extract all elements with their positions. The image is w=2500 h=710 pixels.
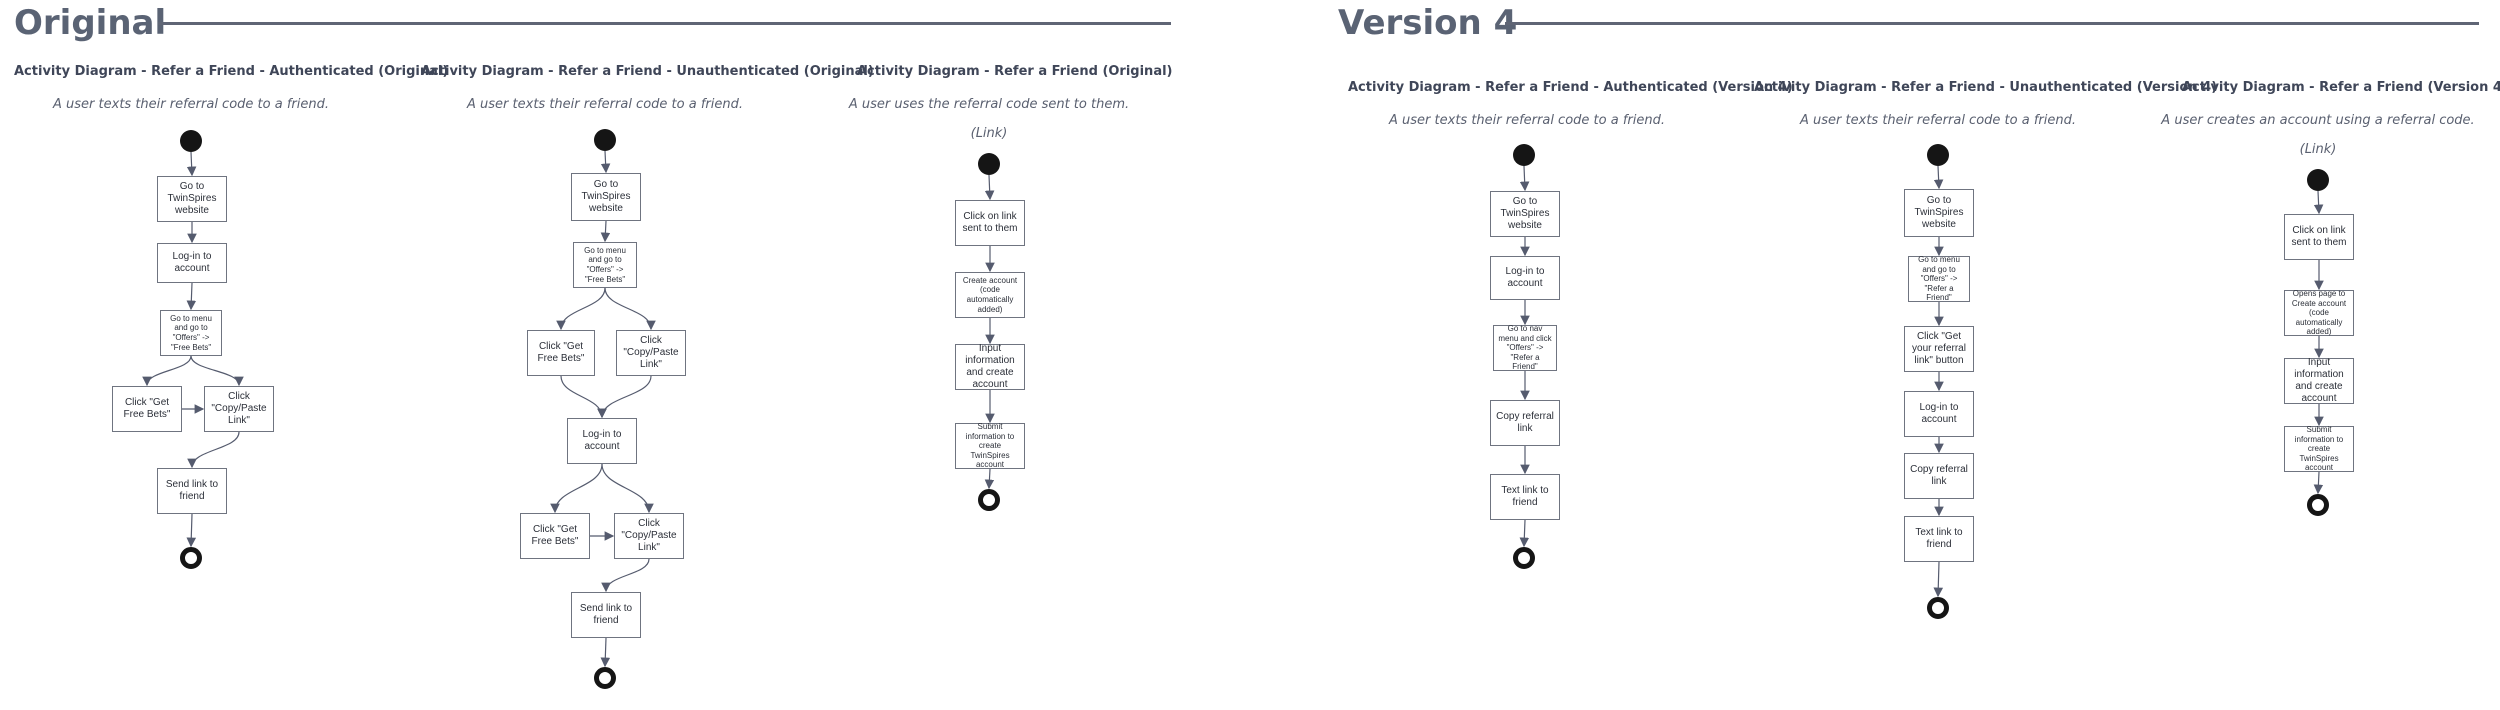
activity-node: Click "Get your referral link" button	[1904, 326, 1974, 372]
activity-node: Go to menu and go to "Offers" -> "Refer …	[1908, 255, 1970, 302]
diagram-title: Activity Diagram - Refer a Friend - Auth…	[14, 64, 449, 79]
section-title-original: Original	[14, 3, 167, 43]
activity-node: Text link to friend	[1490, 474, 1560, 520]
activity-node: Input information and create account	[955, 343, 1025, 390]
start-node	[1513, 144, 1535, 166]
flow-arrow	[556, 287, 606, 331]
diagram-subtitle: A user uses the referral code sent to th…	[848, 97, 1130, 112]
activity-node: Click "Copy/Paste Link"	[204, 386, 274, 432]
link-note: (Link)	[970, 126, 1008, 141]
start-node	[1927, 144, 1949, 166]
activity-node: Log-in to account	[1904, 391, 1974, 437]
activity-node: Click on link sent to them	[2284, 214, 2354, 260]
end-node	[978, 489, 1000, 511]
activity-node: Go to menu and go to "Offers" -> "Free B…	[573, 242, 637, 288]
flow-arrow	[600, 150, 611, 174]
flow-arrow	[2313, 190, 2324, 215]
link-note: (Link)	[2299, 142, 2337, 157]
diagram-title: Activity Diagram - Refer a Friend - Auth…	[1348, 80, 1793, 95]
diagram-subtitle: A user texts their referral code to a fr…	[53, 97, 329, 112]
flow-arrow	[560, 375, 607, 419]
end-node	[1927, 597, 1949, 619]
activity-node: Click "Copy/Paste Link"	[616, 330, 686, 376]
end-node	[2307, 494, 2329, 516]
flow-arrow	[1933, 561, 1944, 598]
activity-node: Send link to friend	[157, 468, 227, 514]
activity-node: Click on link sent to them	[955, 200, 1025, 246]
flow-arrow	[604, 287, 656, 331]
activity-node: Go to TwinSpires website	[1904, 189, 1974, 237]
flow-arrow	[2313, 471, 2324, 495]
activity-node: Log-in to account	[567, 418, 637, 464]
section-title-version4: Version 4	[1338, 3, 1518, 43]
flow-arrow	[597, 375, 652, 419]
activity-node: Copy referral link	[1904, 453, 1974, 499]
activity-node: Click "Get Free Bets"	[527, 330, 595, 376]
activity-node: Opens page to Create account (code autom…	[2284, 289, 2354, 336]
flow-arrow	[186, 282, 197, 311]
flow-arrow	[186, 513, 197, 548]
activity-node: Go to TwinSpires website	[571, 173, 641, 221]
flow-arrow	[187, 431, 240, 469]
diagram-subtitle: A user texts their referral code to a fr…	[467, 97, 743, 112]
flow-arrow	[550, 463, 603, 514]
activity-node: Input information and create account	[2284, 357, 2354, 404]
flow-arrow	[601, 463, 654, 514]
activity-node: Click "Get Free Bets"	[520, 513, 590, 559]
flow-arrow	[1519, 519, 1530, 548]
diagram-subtitle: A user texts their referral code to a fr…	[1389, 113, 1665, 128]
activity-node: Copy referral link	[1490, 400, 1560, 446]
activity-node: Go to menu and go to "Offers" -> "Free B…	[160, 310, 222, 356]
flow-arrow	[190, 355, 244, 387]
flow-arrow	[600, 220, 611, 243]
start-node	[180, 130, 202, 152]
flow-arrow	[984, 468, 995, 490]
activity-node: Go to TwinSpires website	[1490, 191, 1560, 237]
flow-arrow	[142, 355, 192, 387]
diagram-title: Activity Diagram - Refer a Friend (Origi…	[857, 64, 1173, 79]
activity-node: Submit information to create TwinSpires …	[2284, 425, 2354, 472]
start-node	[594, 129, 616, 151]
start-node	[2307, 169, 2329, 191]
diagram-title: Activity Diagram - Refer a Friend - Unau…	[421, 64, 874, 79]
activity-node: Click "Copy/Paste Link"	[614, 513, 684, 559]
activity-node: Text link to friend	[1904, 516, 1974, 562]
end-node	[594, 667, 616, 689]
activity-node: Submit information to create TwinSpires …	[955, 422, 1025, 469]
flow-arrow	[984, 174, 995, 201]
activity-node: Go to TwinSpires website	[157, 176, 227, 222]
section-divider-version4	[1505, 22, 2479, 25]
diagram-subtitle: A user creates an account using a referr…	[2161, 113, 2475, 128]
activity-node: Click "Get Free Bets"	[112, 386, 182, 432]
flow-arrow	[1933, 165, 1944, 190]
end-node	[1513, 547, 1535, 569]
diagram-subtitle: A user texts their referral code to a fr…	[1800, 113, 2076, 128]
flow-arrow	[186, 151, 197, 177]
flow-arrow	[600, 637, 611, 668]
flow-arrow	[601, 558, 650, 593]
diagram-title: Activity Diagram - Refer a Friend - Unau…	[1754, 80, 2218, 95]
activity-node: Log-in to account	[157, 243, 227, 283]
activity-node: Create account (code automatically added…	[955, 272, 1025, 318]
activity-node: Go to nav menu and click "Offers" -> "Re…	[1493, 324, 1557, 371]
flow-arrow	[1519, 165, 1530, 192]
start-node	[978, 153, 1000, 175]
section-divider-original	[158, 22, 1171, 25]
activity-node: Log-in to account	[1490, 256, 1560, 300]
end-node	[180, 547, 202, 569]
diagram-title: Activity Diagram - Refer a Friend (Versi…	[2182, 80, 2500, 95]
activity-node: Send link to friend	[571, 592, 641, 638]
